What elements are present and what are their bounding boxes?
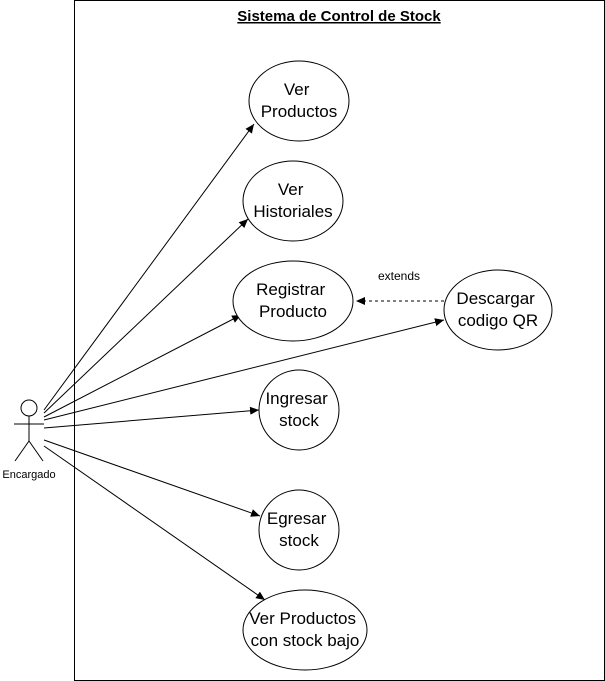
association-ver-historiales — [43, 218, 249, 414]
svg-text:Ingresar stock: Ingresar stock — [265, 389, 332, 430]
use-case-ver-historiales: Ver Historiales — [242, 160, 344, 242]
use-case-ingresar-stock: Ingresar stock — [258, 369, 340, 451]
use-case-line: Egresar — [267, 509, 327, 528]
use-case-ver-productos: Ver Productos — [248, 60, 350, 142]
use-case-line: stock — [279, 411, 319, 430]
association-egresar-stock — [43, 439, 261, 517]
use-case-line: stock — [279, 531, 319, 550]
use-case-line: Ver — [284, 80, 310, 99]
svg-text:Ver Historiales: Ver Historiales — [253, 180, 332, 221]
use-case-line: Descargar — [456, 289, 535, 308]
actor-head — [20, 399, 38, 417]
association-ingresar-stock — [43, 406, 260, 429]
association-ver-productos — [43, 123, 255, 411]
association-registrar-producto — [43, 314, 242, 418]
use-case-descargar-qr: Descargar codigo QR — [443, 269, 553, 351]
association-ver-stock-bajo — [43, 445, 266, 601]
use-case-line: Ingresar — [265, 389, 328, 408]
svg-text:Ver Productos: Ver Productos — [261, 80, 338, 121]
use-case-line: con stock bajo — [251, 631, 360, 650]
use-case-line: Ver — [278, 180, 304, 199]
use-case-line: Registrar — [256, 280, 325, 299]
association-descargar-qr — [43, 318, 445, 421]
system-title: Sistema de Control de Stock — [237, 8, 441, 25]
use-case-line: codigo QR — [458, 311, 538, 330]
associations — [43, 123, 445, 601]
svg-text:Ver Productos con stock: Ver Productos con stock bajo — [249, 609, 361, 650]
actor-encargado — [14, 399, 44, 462]
use-case-line: Producto — [259, 302, 327, 321]
svg-text:Descargar codigo QR: Descargar codigo QR — [456, 289, 539, 330]
use-case-line: Productos — [261, 102, 338, 121]
svg-text:Egresar stock: Egresar stock — [267, 509, 331, 550]
svg-text:Registrar Producto: Registrar Producto — [256, 280, 330, 321]
use-case-line: Ver Productos — [249, 609, 356, 628]
use-case-registrar-producto: Registrar Producto — [232, 260, 354, 342]
use-case-ver-stock-bajo: Ver Productos con stock bajo — [242, 589, 368, 671]
use-case-egresar-stock: Egresar stock — [258, 489, 340, 571]
use-case-line: Historiales — [253, 202, 332, 221]
actor-label: Encargado — [2, 469, 55, 481]
extends-label: extends — [378, 269, 420, 283]
